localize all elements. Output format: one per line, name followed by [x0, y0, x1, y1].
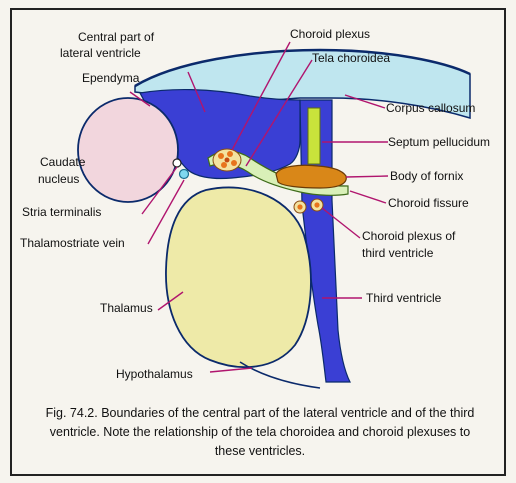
label-third-ventricle: Third ventricle — [366, 291, 442, 305]
label-septum-pellucidum: Septum pellucidum — [388, 135, 490, 149]
label-central-part-1: Central part of — [78, 30, 155, 44]
label-hypothalamus: Hypothalamus — [116, 367, 193, 381]
label-central-part-2: lateral ventricle — [60, 46, 141, 60]
thalamostriate-vein-dot — [180, 170, 189, 179]
figure-caption: Fig. 74.2. Boundaries of the central par… — [40, 404, 480, 461]
choroid-plexus-lateral — [213, 149, 241, 171]
label-tela-choroidea: Tela choroidea — [312, 51, 390, 65]
septum-pellucidum-shape — [308, 108, 320, 164]
label-body-of-fornix: Body of fornix — [390, 169, 463, 183]
label-choroid-plexus-third-2: third ventricle — [362, 246, 434, 260]
thalamus-shape — [166, 187, 311, 367]
fornix-shape — [276, 165, 346, 188]
label-thalamus: Thalamus — [100, 301, 153, 315]
label-ependyma: Ependyma — [82, 71, 140, 85]
label-choroid-plexus: Choroid plexus — [290, 27, 370, 41]
label-choroid-fissure: Choroid fissure — [388, 196, 469, 210]
label-caudate-2: nucleus — [38, 172, 79, 186]
label-corpus-callosum: Corpus callosum — [386, 101, 475, 115]
label-thalamostriate-vein: Thalamostriate vein — [20, 236, 125, 250]
label-caudate-1: Caudate — [40, 155, 86, 169]
label-choroid-plexus-third-1: Choroid plexus of — [362, 229, 456, 243]
stria-terminalis-dot — [173, 159, 181, 167]
label-stria-terminalis: Stria terminalis — [22, 205, 101, 219]
